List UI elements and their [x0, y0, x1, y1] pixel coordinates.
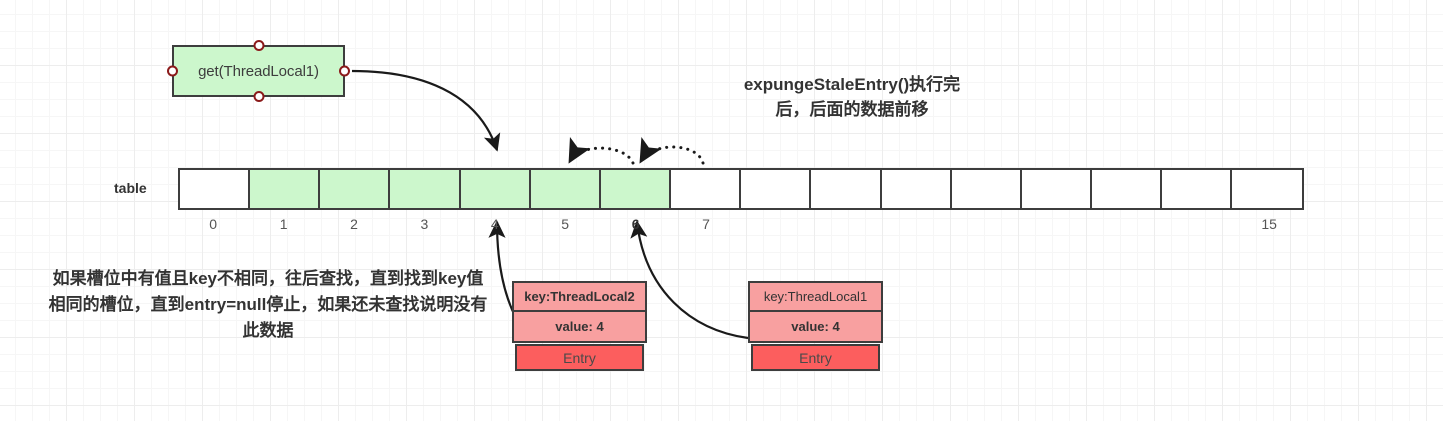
table-cell-7[interactable] [671, 170, 742, 208]
table-cell-0[interactable] [180, 170, 251, 208]
get-node-top-port[interactable] [253, 40, 264, 51]
entry-key: key:ThreadLocal2 [512, 281, 647, 312]
table-cell-12[interactable] [1021, 170, 1093, 208]
entry-tail-label: Entry [751, 344, 880, 371]
table-index-5: 5 [561, 216, 570, 232]
diagram-title-line1: expungeStaleEntry()执行完 [743, 75, 961, 94]
table-cell-6[interactable] [600, 170, 672, 208]
arrow-entry1-to-cell6 [630, 220, 749, 340]
table-index-1: 1 [279, 216, 288, 232]
table-cell-9[interactable] [811, 170, 882, 208]
table-label: table [114, 180, 147, 196]
arrow-shift-cell6-to-cell5 [568, 136, 635, 165]
get-threadlocal-node[interactable]: get(ThreadLocal1) [167, 40, 350, 102]
table-cell-3[interactable] [390, 170, 461, 208]
table-cell-13[interactable] [1092, 170, 1163, 208]
table-cell-2[interactable] [320, 170, 391, 208]
table-index-2: 2 [350, 216, 358, 232]
table-index-7: 7 [702, 216, 710, 232]
arrow-get-to-cell4 [351, 69, 501, 152]
entry-key: key:ThreadLocal1 [748, 281, 883, 312]
diagram-title: expungeStaleEntry()执行完 后，后面的数据前移 [687, 72, 1017, 122]
get-node-label: get(ThreadLocal1) [198, 62, 319, 80]
left-note-text: 如果槽位中有值且key不相同，往后查找，直到找到key值相同的槽位，直到entr… [48, 269, 488, 340]
table-row [178, 168, 1305, 210]
get-node-left-port[interactable] [167, 65, 178, 77]
table-cell-15[interactable] [1232, 170, 1303, 208]
table-index-4: 4 [490, 216, 499, 232]
table-cell-8[interactable] [741, 170, 812, 208]
table-index-3: 3 [420, 216, 429, 232]
table-index-6: 6 [631, 216, 640, 232]
entry-value: value: 4 [512, 312, 647, 343]
table-cell-1[interactable] [250, 170, 321, 208]
table-cell-14[interactable] [1162, 170, 1233, 208]
diagram-title-line2: 后，后面的数据前移 [775, 100, 929, 119]
table-cell-11[interactable] [951, 170, 1022, 208]
table-cell-4[interactable] [460, 170, 531, 208]
entry-box-threadlocal1[interactable]: key:ThreadLocal1 value: 4 Entry [748, 281, 883, 371]
get-node-bottom-port[interactable] [253, 91, 264, 102]
table-index-15: 15 [1261, 216, 1277, 232]
arrow-shift-cell7-to-cell6 [639, 136, 705, 165]
get-node-right-port[interactable] [339, 65, 350, 77]
entry-box-threadlocal2[interactable]: key:ThreadLocal2 value: 4 Entry [512, 281, 647, 371]
entry-value: value: 4 [748, 312, 883, 343]
entry-tail-label: Entry [515, 344, 644, 371]
table-cell-5[interactable] [530, 170, 601, 208]
table-index-0: 0 [209, 216, 218, 232]
table-cell-10[interactable] [881, 170, 952, 208]
